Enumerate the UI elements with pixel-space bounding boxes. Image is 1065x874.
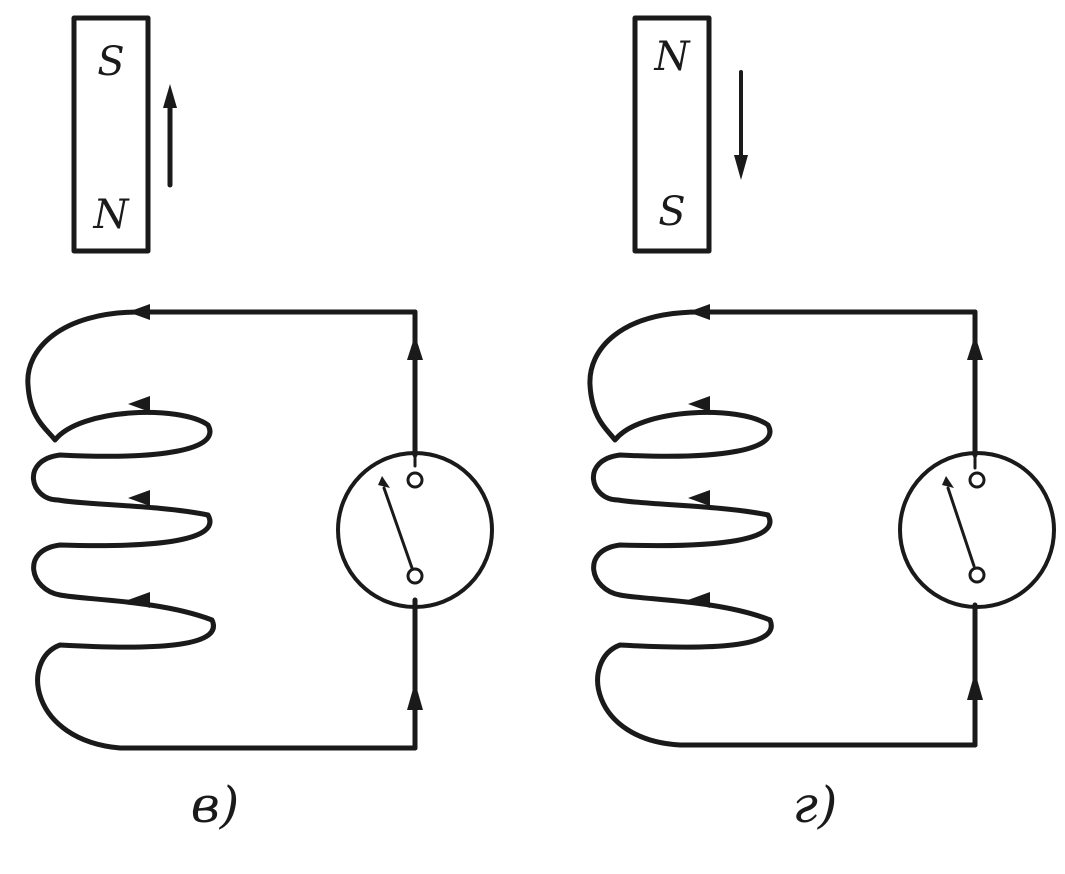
galvanometer-icon — [336, 451, 494, 609]
panel-left: S N — [25, 15, 494, 834]
galvanometer-icon — [898, 451, 1056, 609]
panel-caption: в) — [191, 776, 240, 834]
bar-magnet-icon: S N — [71, 15, 151, 254]
wire-right — [967, 309, 983, 748]
magnet-top-pole: N — [654, 34, 692, 80]
coil — [25, 304, 418, 751]
magnet-bottom-pole: S — [658, 189, 685, 235]
bar-magnet-icon: N S — [632, 15, 712, 254]
magnet-motion-arrow — [734, 70, 748, 180]
panel-right: N S — [587, 15, 1056, 834]
coil — [587, 304, 978, 748]
magnet-motion-arrow — [163, 84, 177, 188]
wire-right — [407, 309, 423, 751]
magnet-top-pole: S — [97, 39, 124, 85]
panel-caption: г) — [793, 776, 838, 834]
magnet-bottom-pole: N — [93, 192, 131, 238]
